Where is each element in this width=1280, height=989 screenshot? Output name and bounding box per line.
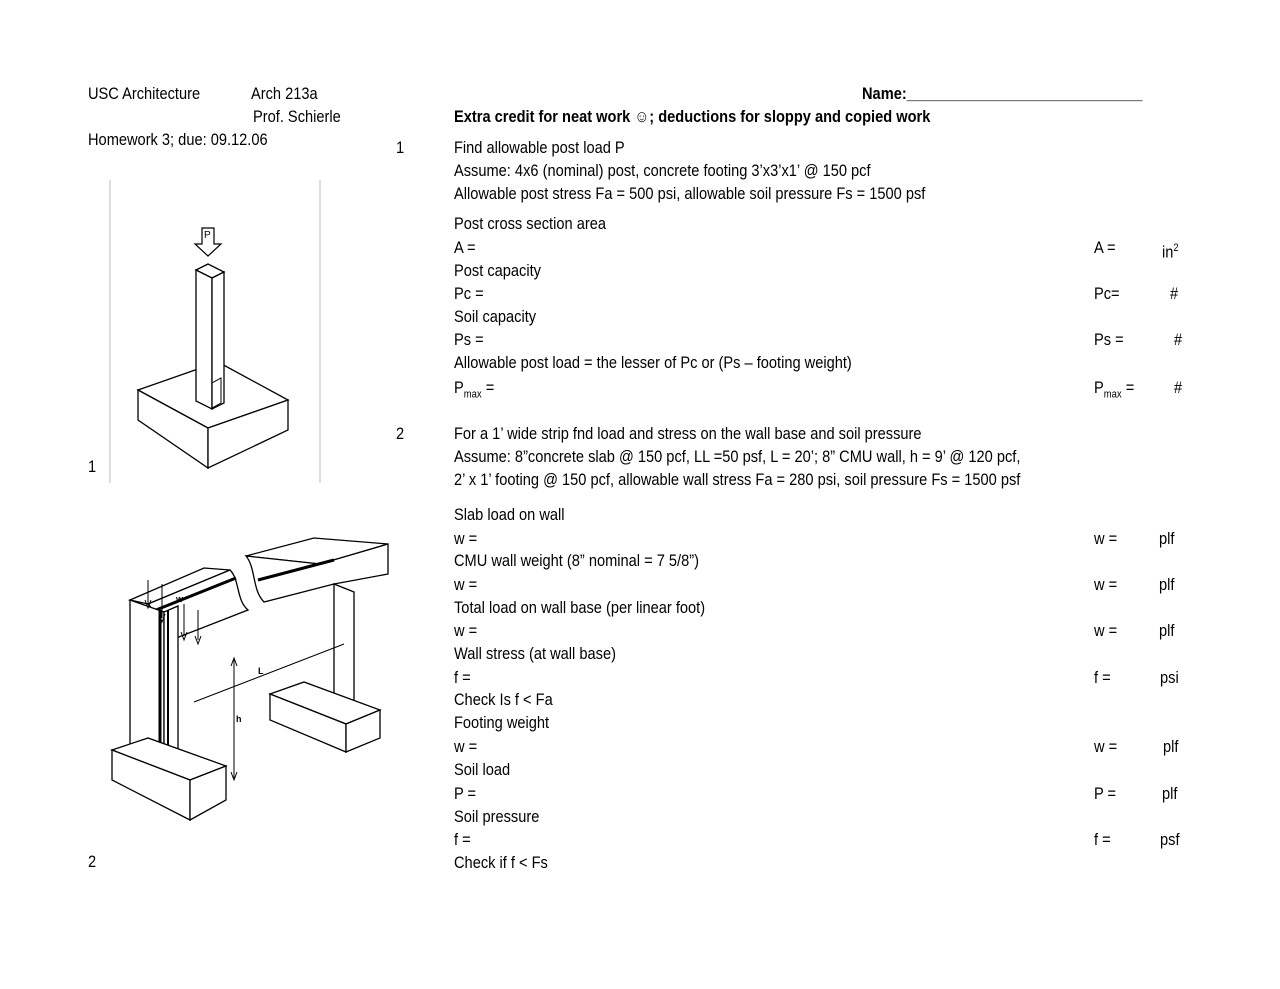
- p1-heading-post-capacity: Post capacity: [454, 261, 541, 280]
- problem-2-assumptions-1: Assume: 8”concrete slab @ 150 pcf, LL =5…: [454, 447, 1021, 466]
- p1-heading-allowable-load: Allowable post load = the lesser of Pc o…: [454, 353, 852, 372]
- problem-2-number: 2: [396, 424, 405, 443]
- p1-answer-area: A =: [1094, 238, 1116, 257]
- problem-1-stresses: Allowable post stress Fa = 500 psi, allo…: [454, 184, 926, 203]
- span-l-label: L: [258, 666, 264, 676]
- load-w-label: w: [176, 594, 184, 604]
- p1-unit-pc: #: [1170, 284, 1179, 303]
- p2-heading-total-load: Total load on wall base (per linear foot…: [454, 598, 706, 617]
- p1-eq-area: A =: [454, 238, 476, 257]
- p2-eq-footing-weight: w =: [454, 737, 478, 756]
- p1-unit-area: in2: [1162, 242, 1179, 262]
- school-label: USC Architecture: [88, 84, 201, 103]
- p2-unit-total-load: plf: [1159, 621, 1175, 640]
- p1-heading-soil-capacity: Soil capacity: [454, 307, 537, 326]
- p2-unit-footing-weight: plf: [1163, 737, 1179, 756]
- problem-1-assumptions: Assume: 4x6 (nominal) post, concrete foo…: [454, 161, 871, 180]
- professor-label: Prof. Schierle: [253, 107, 341, 126]
- load-p-label: P: [204, 230, 211, 241]
- p2-unit-cmu-weight: plf: [1159, 575, 1175, 594]
- p2-unit-soil-load: plf: [1162, 784, 1178, 803]
- p2-heading-slab-load: Slab load on wall: [454, 505, 565, 524]
- p1-answer-pc: Pc=: [1094, 284, 1120, 303]
- p2-unit-slab-load: plf: [1159, 529, 1175, 548]
- p2-eq-wall-stress: f =: [454, 668, 471, 687]
- homework-label: Homework 3; due: 09.12.06: [88, 130, 268, 149]
- figure-wall-slab: w L h: [108, 530, 390, 830]
- problem-2-title: For a 1’ wide strip fnd load and stress …: [454, 424, 922, 443]
- p1-unit-pmax: #: [1174, 378, 1183, 397]
- course-label: Arch 213a: [251, 84, 318, 103]
- p2-answer-slab-load: w =: [1094, 529, 1118, 548]
- p1-heading-area: Post cross section area: [454, 214, 606, 233]
- p2-heading-soil-load: Soil load: [454, 760, 511, 779]
- p2-answer-soil-pressure: f =: [1094, 830, 1111, 849]
- p2-heading-footing-weight: Footing weight: [454, 713, 550, 732]
- p1-eq-ps: Ps =: [454, 330, 484, 349]
- p2-eq-soil-load: P =: [454, 784, 477, 803]
- p2-unit-soil-pressure: psf: [1160, 830, 1180, 849]
- name-field: Name:_____________________________: [862, 84, 1143, 103]
- p1-eq-pc: Pc =: [454, 284, 484, 303]
- problem-2-assumptions-2: 2’ x 1’ footing @ 150 pcf, allowable wal…: [454, 470, 1021, 489]
- p2-eq-total-load: w =: [454, 621, 478, 640]
- p2-eq-cmu-weight: w =: [454, 575, 478, 594]
- figure-1-number: 1: [88, 457, 97, 476]
- figure-2-number: 2: [88, 852, 97, 871]
- p2-answer-wall-stress: f =: [1094, 668, 1111, 687]
- p2-answer-soil-load: P =: [1094, 784, 1117, 803]
- p2-unit-wall-stress: psi: [1160, 668, 1179, 687]
- p2-heading-soil-pressure: Soil pressure: [454, 807, 540, 826]
- figure-post-footing: P: [108, 178, 324, 488]
- problem-1-title: Find allowable post load P: [454, 138, 625, 157]
- p2-answer-total-load: w =: [1094, 621, 1118, 640]
- p2-heading-wall-stress: Wall stress (at wall base): [454, 644, 616, 663]
- p2-check-fs: Check if f < Fs: [454, 853, 548, 872]
- p2-answer-footing-weight: w =: [1094, 737, 1118, 756]
- p1-answer-ps: Ps =: [1094, 330, 1124, 349]
- height-h-label: h: [236, 714, 242, 724]
- p2-check-fa: Check Is f < Fa: [454, 690, 553, 709]
- problem-1-number: 1: [396, 138, 405, 157]
- p2-answer-cmu-weight: w =: [1094, 575, 1118, 594]
- extra-credit-note: Extra credit for neat work ☺; deductions…: [454, 107, 931, 126]
- p2-eq-soil-pressure: f =: [454, 830, 471, 849]
- p2-heading-cmu-weight: CMU wall weight (8” nominal = 7 5/8”): [454, 551, 699, 570]
- p1-eq-pmax: Pmax =: [454, 378, 495, 401]
- p1-unit-ps: #: [1174, 330, 1183, 349]
- p2-eq-slab-load: w =: [454, 529, 478, 548]
- p1-answer-pmax: Pmax =: [1094, 378, 1135, 401]
